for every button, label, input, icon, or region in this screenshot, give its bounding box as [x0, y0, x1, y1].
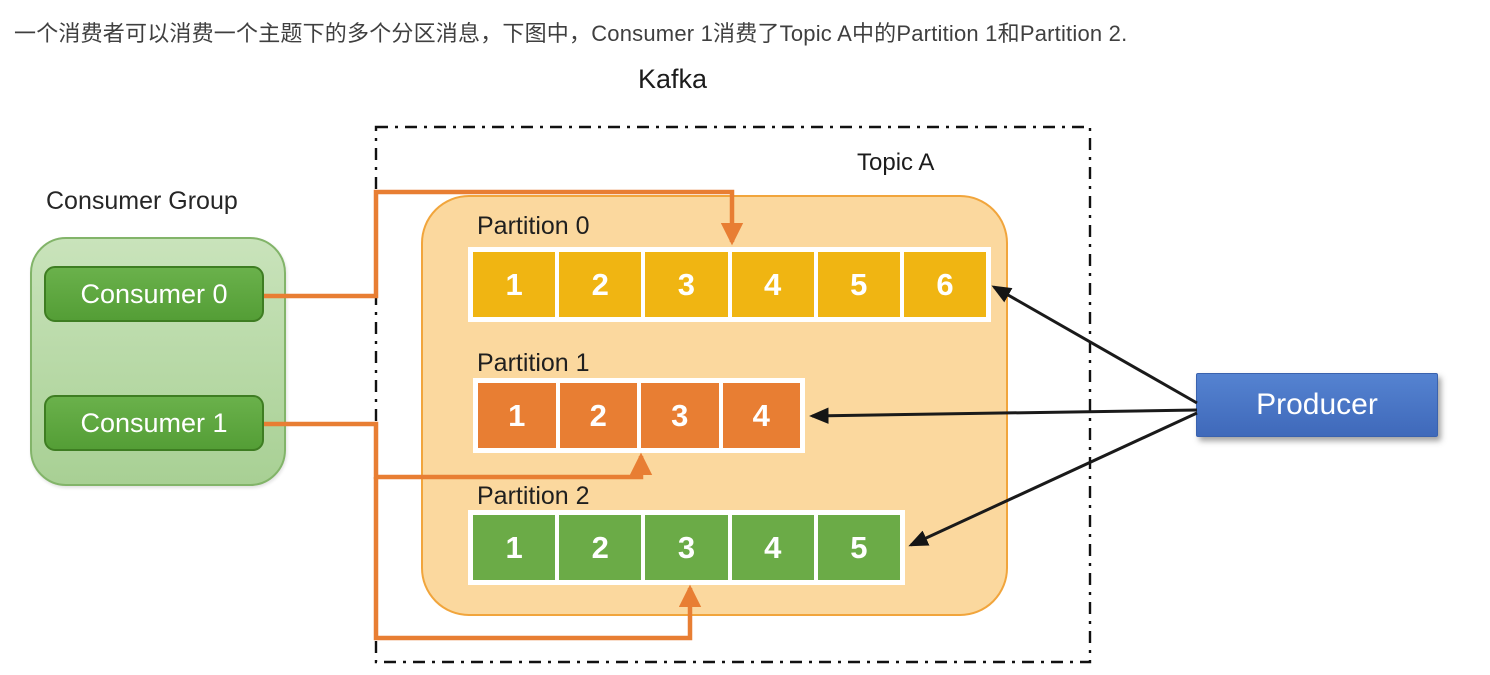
topic-a-label: Topic A	[857, 149, 935, 176]
partition-cell: 1	[473, 252, 556, 317]
kafka-label: Kafka	[638, 64, 708, 94]
partition-cell: 6	[903, 252, 987, 317]
consumer-1-node: Consumer 1	[44, 395, 264, 451]
partition-cell: 1	[473, 515, 556, 580]
caption-text: 一个消费者可以消费一个主题下的多个分区消息，下图中，Consumer 1消费了T…	[14, 21, 1128, 46]
partition-cell: 3	[645, 252, 728, 317]
partition-cell: 4	[722, 383, 800, 448]
partition-0-row: 1 2 3 4 5 6	[468, 247, 991, 322]
partition-1-row: 1 2 3 4	[473, 378, 805, 453]
consumer-0-node: Consumer 0	[44, 266, 264, 322]
partition-cell: 2	[559, 252, 642, 317]
partition-1-label: Partition 1	[477, 349, 590, 377]
partition-cell: 4	[731, 252, 814, 317]
partition-2-row: 1 2 3 4 5	[468, 510, 905, 585]
partition-cell: 5	[817, 252, 900, 317]
consumer-group-label: Consumer Group	[46, 187, 238, 215]
partition-cell: 1	[478, 383, 556, 448]
partition-cell: 2	[559, 515, 642, 580]
partition-cell: 5	[817, 515, 901, 580]
partition-cell: 2	[559, 383, 637, 448]
partition-cell: 4	[731, 515, 814, 580]
producer-node: Producer	[1196, 373, 1438, 437]
partition-0-label: Partition 0	[477, 212, 590, 240]
partition-2-label: Partition 2	[477, 482, 590, 510]
arrow-producer-to-partition0	[991, 285, 1198, 405]
partition-cell: 3	[645, 515, 728, 580]
partition-cell: 3	[641, 383, 719, 448]
